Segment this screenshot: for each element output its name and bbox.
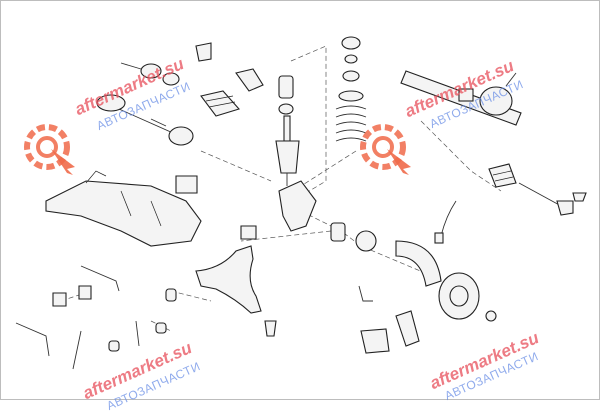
brake-disc-part bbox=[438, 272, 497, 322]
brake-caliper-part bbox=[360, 310, 420, 354]
control-arm-part bbox=[195, 225, 277, 337]
stabilizer-link-part bbox=[15, 320, 140, 370]
steering-boot-part bbox=[488, 163, 517, 188]
drive-shaft-part bbox=[96, 94, 194, 146]
cv-boot-part bbox=[200, 68, 264, 117]
shock-absorber-part bbox=[275, 115, 300, 186]
abs-sensor-part bbox=[434, 200, 457, 244]
stabilizer-bar-part bbox=[52, 265, 120, 307]
gear-arrow-logo-icon bbox=[24, 124, 75, 175]
tie-rod-part bbox=[518, 182, 587, 216]
steering-rack-part bbox=[400, 70, 522, 126]
diagram-drawing bbox=[15, 36, 587, 370]
bump-stop-part bbox=[278, 75, 294, 115]
watermark-logo-left bbox=[21, 119, 77, 175]
steering-knuckle-part bbox=[278, 180, 317, 232]
gear-arrow-logo-icon bbox=[360, 124, 411, 175]
subframe-part bbox=[45, 170, 202, 247]
cv-joint-part bbox=[120, 62, 180, 86]
assembly-guide-lines bbox=[60, 45, 502, 332]
watermark-logo-center bbox=[357, 119, 413, 175]
coil-spring-part bbox=[335, 90, 367, 142]
brake-hose-part bbox=[358, 285, 373, 302]
ball-joint-part bbox=[195, 42, 212, 62]
wheel-bearing-part bbox=[330, 222, 377, 252]
strut-mount-part bbox=[341, 36, 361, 82]
bushing-part bbox=[108, 288, 177, 352]
brake-shield-part bbox=[395, 240, 442, 287]
